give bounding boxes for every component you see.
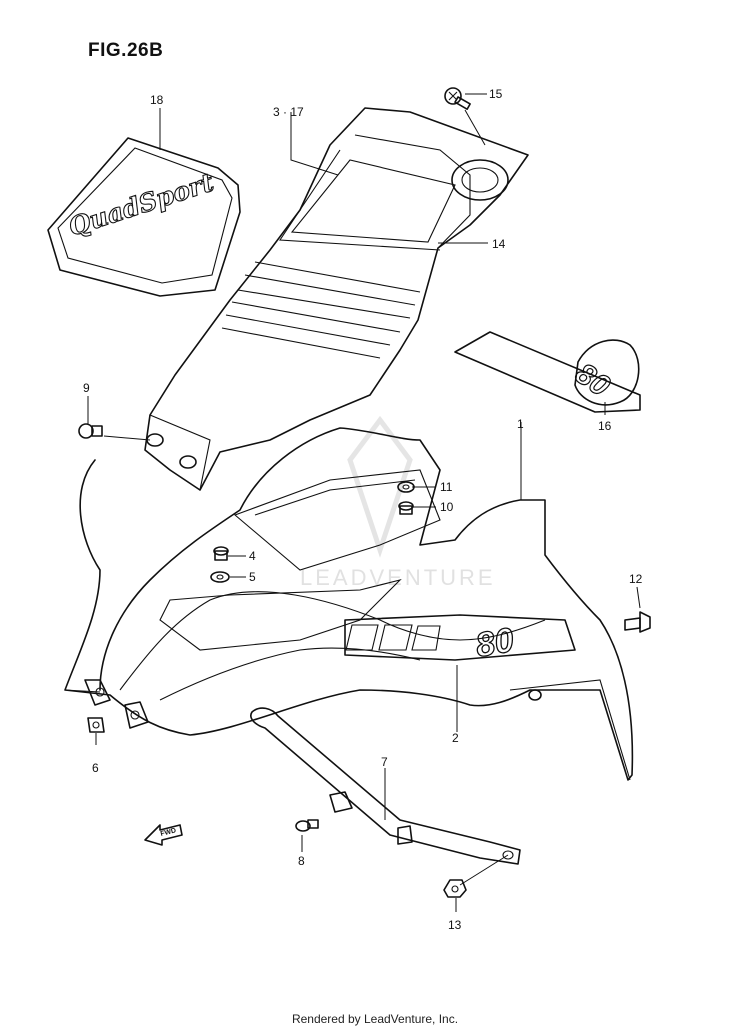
part-7-stay-bracket	[250, 707, 521, 865]
fwd-arrow-label: FWD	[160, 827, 177, 838]
part-6-clip	[87, 717, 105, 733]
part-18-decal: QuadSport	[47, 137, 241, 297]
part-8-bolt	[295, 819, 319, 832]
callout-16: 16	[598, 419, 612, 433]
part-12-screw	[624, 611, 651, 633]
callout-8: 8	[298, 854, 305, 868]
number-80-fender-text: 80	[473, 621, 517, 665]
callout-13: 13	[448, 918, 462, 932]
callout-9: 9	[83, 381, 90, 395]
callout-11: 11	[440, 480, 453, 494]
number-80-decal-upper: 80	[569, 357, 616, 403]
callout-10: 10	[440, 500, 454, 514]
watermark-text: LEADVENTURE	[300, 565, 496, 590]
part-14-upper-cover	[144, 107, 529, 491]
callout-6: 6	[92, 761, 99, 775]
part-4-bolt	[213, 546, 229, 561]
fwd-arrow-icon: FWD	[144, 824, 183, 846]
watermark: LEADVENTURE	[300, 415, 496, 590]
callout-14: 14	[492, 237, 506, 251]
footer-credit: Rendered by LeadVenture, Inc.	[291, 1012, 459, 1026]
part-9-grommet	[78, 423, 103, 439]
part-10-bolt	[398, 501, 414, 515]
part-13-nut	[443, 879, 467, 898]
quad-sport-decal-text: QuadSport	[65, 167, 218, 241]
part-15-screw	[444, 87, 471, 110]
part-1-front-fender: 80	[64, 427, 634, 781]
callout-4: 4	[249, 549, 256, 563]
part-16-decal: 80	[454, 331, 641, 413]
callout-18: 18	[150, 93, 164, 107]
figure-title: FIG.26B	[88, 40, 164, 61]
callout-12: 12	[629, 572, 643, 586]
leader-lines	[64, 93, 641, 912]
callout-5: 5	[249, 570, 256, 584]
callout-2: 2	[452, 731, 459, 745]
callout-3-17: 3 · 17	[273, 105, 304, 119]
part-5-washer	[210, 571, 230, 583]
callout-labels: 18 3 · 17 15 14 16 1 9 11 10 4 5 12 2 6 …	[83, 87, 643, 932]
callout-7: 7	[381, 755, 388, 769]
callout-15: 15	[489, 87, 503, 101]
callout-1: 1	[517, 417, 524, 431]
